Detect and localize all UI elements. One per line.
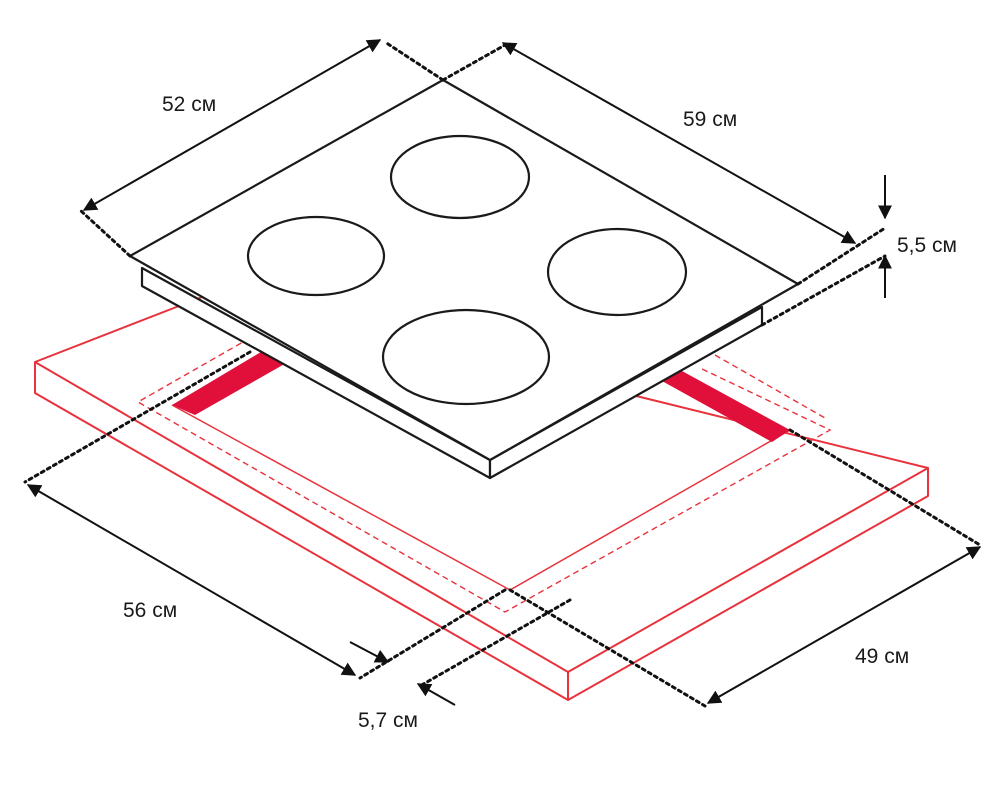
label-hob-height: 5,5 см — [897, 234, 957, 257]
label-cutout-min-depth: 5,7 см — [358, 709, 418, 732]
cutout-support-left — [172, 349, 288, 415]
ext-cutout-left — [23, 350, 252, 484]
ext-cutout-bottom — [508, 588, 707, 708]
label-hob-width: 59 см — [683, 108, 737, 131]
arrow-cutout-width — [26, 484, 357, 676]
arrow-min-depth-a — [349, 641, 390, 663]
ext-hob-top-left — [383, 40, 445, 82]
ext-hob-top-right — [441, 43, 507, 82]
ext-cutout-front-inner — [418, 598, 572, 688]
burner-front — [381, 308, 551, 406]
ext-hob-left — [78, 208, 132, 258]
cutout-support-right — [662, 371, 790, 442]
ext-cutout-front — [358, 588, 507, 680]
label-hob-depth: 52 см — [162, 93, 216, 116]
ext-hob-base — [760, 254, 887, 327]
arrow-hob-width — [501, 42, 857, 244]
extension-lines — [23, 40, 982, 708]
arrow-min-depth-b — [416, 683, 456, 706]
dashed-left — [136, 337, 832, 613]
dimension-arrows — [26, 39, 982, 706]
cutout-dashed-outline — [136, 337, 832, 613]
dashed-right — [714, 354, 826, 419]
countertop-right-edge — [567, 468, 929, 701]
ext-cutout-right — [788, 428, 982, 547]
label-cutout-width: 56 см — [123, 599, 177, 622]
label-cutout-depth: 49 см — [855, 645, 909, 668]
arrow-hob-depth — [82, 39, 382, 211]
cutout-supports — [172, 349, 790, 442]
hob — [128, 78, 800, 480]
burner-left — [246, 215, 386, 297]
ext-hob-right — [796, 226, 887, 286]
arrow-cutout-depth — [706, 546, 982, 704]
